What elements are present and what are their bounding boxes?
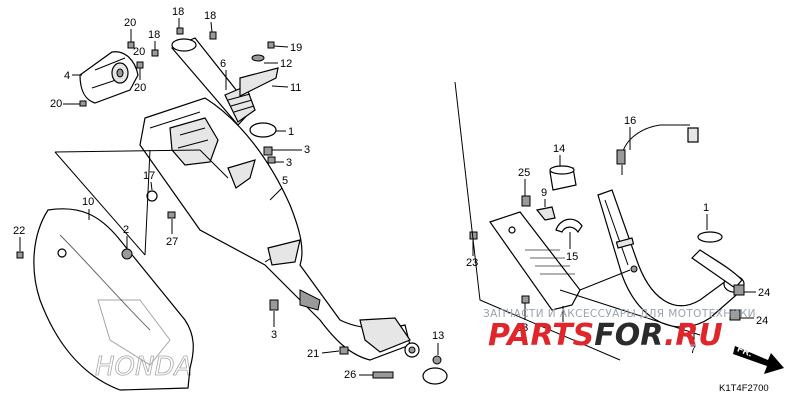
callout-1b: 1: [703, 202, 709, 214]
callout-16: 16: [624, 115, 636, 127]
callout-14: 14: [553, 143, 565, 155]
svg-text:HONDA: HONDA: [95, 352, 192, 382]
callout-5: 5: [282, 175, 288, 187]
exhaust-pipe-part-7[interactable]: [597, 189, 745, 328]
end-cap-part-4[interactable]: [79, 51, 139, 104]
callout-20d: 20: [50, 98, 62, 110]
callout-25: 25: [518, 167, 530, 179]
collar-part-14[interactable]: [549, 165, 577, 191]
fastener-part-25: [521, 195, 531, 207]
callout-18a: 18: [172, 6, 184, 18]
callout-15: 15: [566, 251, 578, 263]
watermark-logo-parts: PARTS: [488, 318, 594, 353]
callout-21: 21: [307, 348, 319, 360]
watermark: ЗАПЧАСТИ И АКСЕССУАРЫ ДЛЯ МОТОТЕХНИКИ PA…: [483, 308, 756, 353]
protector-part-8[interactable]: [489, 211, 581, 311]
callout-9: 9: [541, 187, 547, 199]
muffler-part-5[interactable]: [139, 97, 420, 361]
callout-18b: 18: [204, 10, 216, 22]
heat-shield-part-10[interactable]: HONDA: [33, 208, 194, 391]
callout-3c: 3: [271, 329, 277, 341]
bracket-part-9[interactable]: [535, 206, 556, 221]
inner-pipe-part-6[interactable]: [171, 37, 256, 126]
gasket-ring-part-1[interactable]: [249, 122, 277, 138]
callout-13: 13: [432, 330, 444, 342]
callout-20b: 20: [133, 46, 145, 58]
callout-17: 17: [143, 170, 155, 182]
callout-6: 6: [220, 58, 226, 70]
callout-22: 22: [13, 225, 25, 237]
watermark-logo-ru: .RU: [664, 318, 723, 353]
callout-10: 10: [82, 196, 94, 208]
o2-sensor-part-16[interactable]: [616, 124, 699, 175]
callout-18c: 18: [148, 29, 160, 41]
callout-labels: 20 18 18 18 19 4 20 20 20 6 12 11 1 3 3 …: [13, 6, 770, 381]
fasteners-left: [16, 27, 448, 385]
callout-23a: 23: [466, 257, 478, 269]
callout-19: 19: [290, 42, 302, 54]
callout-3a: 3: [304, 144, 310, 156]
callout-23b: 23: [516, 322, 528, 334]
assembly-lines-left: [54, 149, 229, 256]
callout-11: 11: [290, 82, 301, 94]
diagram-code: K1T4F2700: [719, 383, 769, 394]
watermark-text: ЗАПЧАСТИ И АКСЕССУАРЫ ДЛЯ МОТОТЕХНИКИ: [483, 308, 756, 320]
callout-7: 7: [690, 344, 696, 356]
clamp-part-15[interactable]: [555, 218, 583, 234]
callout-24b: 24: [756, 315, 768, 327]
callout-4: 4: [64, 70, 70, 82]
callout-3b: 3: [286, 157, 292, 169]
honda-logo-watermark: HONDA: [95, 299, 193, 382]
callout-8: 8: [560, 324, 566, 336]
callout-2: 2: [123, 224, 129, 236]
assembly-lines-right: [454, 81, 701, 361]
front-direction-arrow: FR.: [733, 344, 784, 374]
watermark-logo: PARTSFOR.RU: [488, 318, 723, 353]
watermark-logo-for: FOR: [594, 318, 664, 353]
gasket-ring-right-part-1[interactable]: [697, 231, 723, 243]
callout-27: 27: [166, 236, 178, 248]
direction-label: FR.: [735, 344, 753, 360]
bracket-part-11[interactable]: [239, 67, 279, 97]
callout-1a: 1: [288, 126, 294, 138]
callout-20c: 20: [134, 82, 146, 94]
callout-12: 12: [280, 58, 292, 70]
callout-20a: 20: [124, 17, 136, 29]
callout-24a: 24: [758, 287, 770, 299]
callout-26: 26: [344, 369, 356, 381]
